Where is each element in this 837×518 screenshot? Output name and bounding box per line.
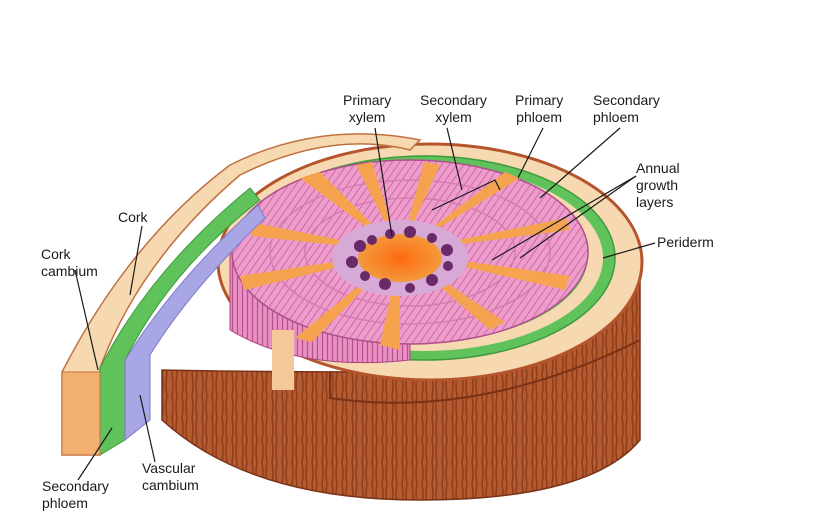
label-secondary-phloem-top: Secondary phloem bbox=[593, 92, 660, 125]
pith-center bbox=[332, 220, 468, 296]
label-periderm: Periderm bbox=[657, 234, 714, 250]
leader-lines bbox=[74, 127, 656, 481]
label-annual-growth-layers: Annual growth layers bbox=[636, 160, 680, 210]
bark-rim bbox=[329, 339, 641, 404]
label-primary-phloem: Primary phloem bbox=[515, 92, 564, 125]
peeled-bark-strip bbox=[61, 133, 422, 456]
label-primary-xylem: Primary xylem bbox=[343, 92, 392, 125]
label-secondary-phloem-bottom: Secondary phloem bbox=[42, 478, 109, 511]
label-secondary-xylem: Secondary xylem bbox=[420, 92, 487, 125]
bark-side bbox=[161, 279, 641, 501]
label-cork: Cork bbox=[118, 209, 148, 225]
primary-xylem-bundles bbox=[346, 226, 453, 293]
label-vascular-cambium: Vascular cambium bbox=[142, 460, 199, 493]
label-cork-cambium: Cork cambium bbox=[41, 246, 98, 279]
